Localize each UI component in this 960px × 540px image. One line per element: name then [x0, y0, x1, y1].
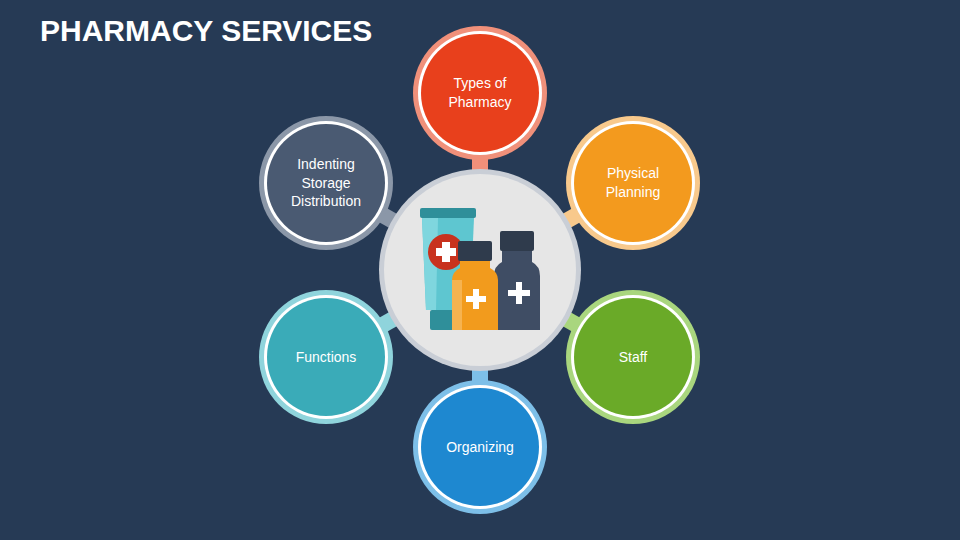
- circle-shape: [413, 26, 547, 160]
- topic-circle: Functions: [259, 290, 393, 424]
- topic-circle: Types of Pharmacy: [413, 26, 547, 160]
- center-ring: [379, 169, 581, 371]
- circle-fill: [421, 388, 539, 506]
- topic-label: Physical Planning: [585, 164, 681, 202]
- bottle-highlight: [452, 280, 462, 330]
- cross-symbol: [436, 242, 456, 262]
- topic-label: Organizing: [432, 438, 528, 457]
- topic-label: Staff: [585, 348, 681, 367]
- topic-label: Functions: [278, 348, 374, 367]
- cross-symbol: [466, 289, 486, 309]
- white-ring: [264, 295, 388, 419]
- outer-ring: [259, 290, 393, 424]
- bottle-cap: [458, 241, 492, 261]
- circle-fill: [574, 298, 692, 416]
- white-ring: [418, 385, 542, 509]
- white-ring: [571, 295, 695, 419]
- topic-label: Types of Pharmacy: [432, 74, 528, 112]
- bottle-body: [494, 251, 540, 330]
- topic-circle: Staff: [566, 290, 700, 424]
- text-holder: Functions: [278, 348, 374, 367]
- topic-circle: Indenting Storage Distribution: [259, 116, 393, 250]
- text-holder: Staff: [585, 348, 681, 367]
- bottle-cap: [500, 231, 534, 251]
- cross-symbol: [508, 282, 530, 304]
- topic-circle: Organizing: [413, 380, 547, 514]
- circle-fill: [421, 34, 539, 152]
- page-title: PHARMACY SERVICES: [40, 14, 372, 48]
- topic-label: Indenting Storage Distribution: [278, 155, 374, 212]
- circle-shape: [566, 116, 700, 250]
- outer-ring: [566, 290, 700, 424]
- outer-ring: [413, 380, 547, 514]
- outer-ring: [566, 116, 700, 250]
- circle-fill: [267, 124, 385, 242]
- outer-ring: [413, 26, 547, 160]
- center-circle: [384, 174, 576, 366]
- tube-crimp: [420, 208, 476, 218]
- outer-ring: [259, 116, 393, 250]
- circle-fill: [574, 124, 692, 242]
- text-holder: Organizing: [432, 438, 528, 457]
- topic-circle: Physical Planning: [566, 116, 700, 250]
- bottle-body: [452, 261, 498, 330]
- white-ring: [418, 31, 542, 155]
- white-ring: [571, 121, 695, 245]
- white-ring: [264, 121, 388, 245]
- text-holder: Types of Pharmacy: [432, 74, 528, 112]
- text-holder: Physical Planning: [585, 164, 681, 202]
- text-holder: Indenting Storage Distribution: [278, 155, 374, 212]
- circle-fill: [267, 298, 385, 416]
